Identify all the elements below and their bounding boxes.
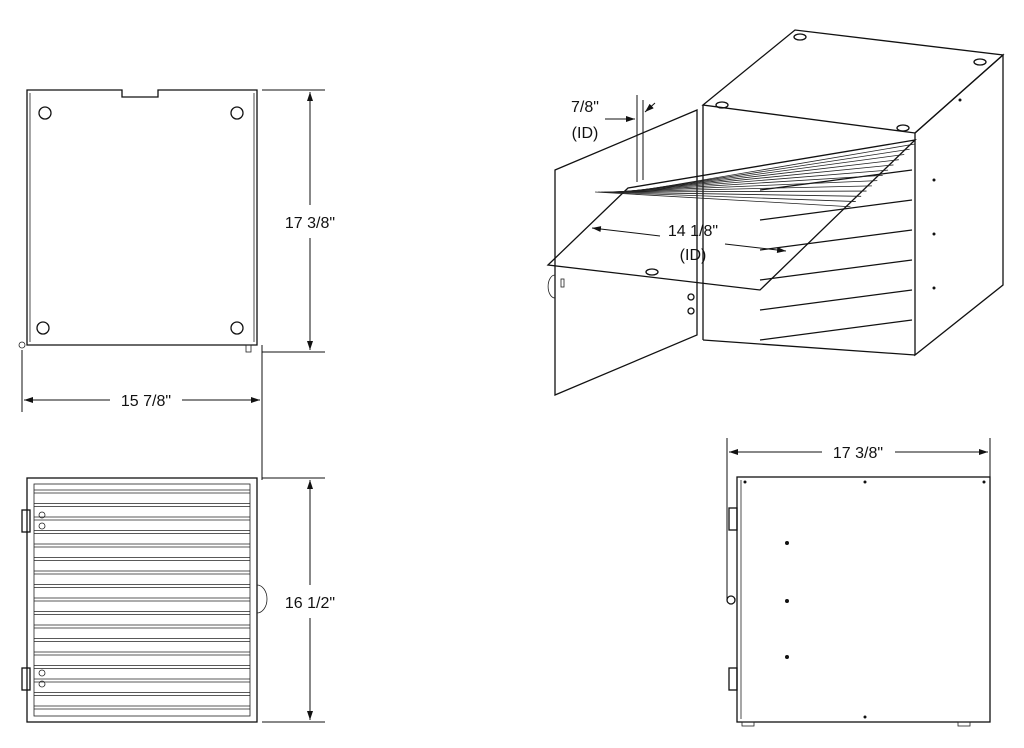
shelf-slat xyxy=(625,154,905,193)
shelf-edge xyxy=(759,259,913,281)
width-label: 15 7/8" xyxy=(121,393,171,410)
inner-width-label: 14 1/8" xyxy=(668,223,718,240)
inner-width-note: (ID) xyxy=(680,247,707,264)
shelf-edge xyxy=(759,289,913,311)
top-view-depth-label: 17 3/8" xyxy=(285,215,335,232)
slot-width-note: (ID) xyxy=(572,125,599,142)
shelf-edge xyxy=(759,229,913,251)
width-dimension: 15 7/8" xyxy=(21,345,263,480)
shelf-slat xyxy=(622,159,899,193)
front-view-height-label: 16 1/2" xyxy=(285,595,335,612)
side-view: 17 3/8" xyxy=(726,438,991,727)
shelf-slat xyxy=(601,191,862,197)
isometric-view: 7/8" (ID) 14 1/8" (ID) xyxy=(546,29,1005,396)
shelf-slat xyxy=(598,191,856,202)
shelf-edge xyxy=(759,319,913,341)
shelf-slat xyxy=(610,180,878,193)
shelf-slat xyxy=(619,164,894,193)
top-view: 17 3/8" xyxy=(18,89,335,353)
front-view: 16 1/2" xyxy=(21,477,335,723)
shelf-slat xyxy=(604,190,867,193)
slot-width-label: 7/8" xyxy=(571,99,599,116)
shelf-slat xyxy=(595,191,851,208)
shelf-slat xyxy=(628,148,910,193)
shelf-slat xyxy=(616,169,889,193)
shelf-slat xyxy=(613,174,883,193)
side-view-depth-label: 17 3/8" xyxy=(833,445,883,462)
shelf-edge xyxy=(759,199,913,221)
shelf-slat xyxy=(607,185,872,193)
shelf-edge xyxy=(759,169,913,191)
